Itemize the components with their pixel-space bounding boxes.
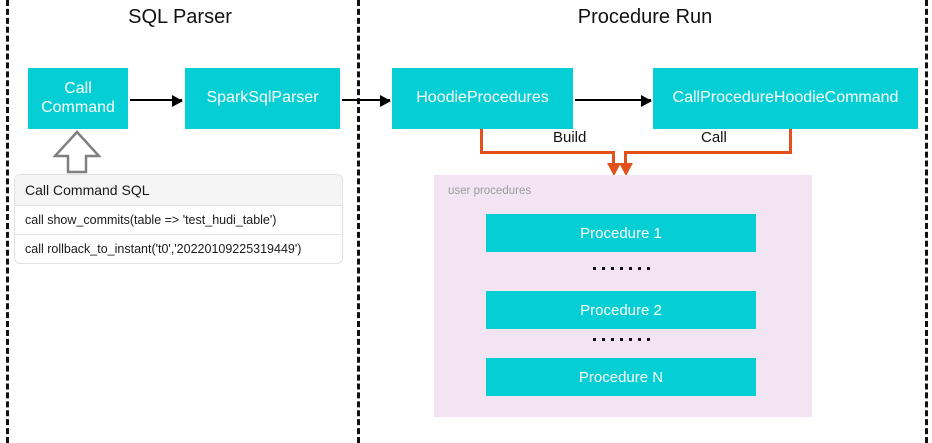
node-call-command[interactable]: Call Command xyxy=(28,68,128,129)
node-call-procedure-hoodie-command[interactable]: CallProcedureHoodieCommand xyxy=(653,68,918,129)
dot xyxy=(637,337,641,341)
call-command-sql-table: Call Command SQL call show_commits(table… xyxy=(14,174,343,264)
arrow-spark-sql-parser-to-hoodie-procedures-icon xyxy=(342,95,391,107)
divider-middle xyxy=(357,0,360,443)
arrow-call-command-to-spark-sql-parser-icon xyxy=(130,95,183,107)
user-procedures-label: user procedures xyxy=(448,185,532,197)
sql-table-header: Call Command SQL xyxy=(15,175,342,206)
section-title-procedure-run: Procedure Run xyxy=(577,6,713,28)
dot xyxy=(601,266,605,270)
dot xyxy=(646,337,650,341)
ellipsis-dots xyxy=(486,334,756,344)
dot xyxy=(610,266,614,270)
user-procedures-panel: user procedures Procedure 1 Procedure 2 … xyxy=(434,175,812,417)
build-connector-vertical-down xyxy=(612,151,615,165)
arrow-hoodie-procedures-to-call-procedure-hoodie-command-icon xyxy=(575,95,652,107)
connector-label-call: Call xyxy=(697,129,731,146)
call-connector-horizontal xyxy=(624,151,792,154)
procedure-box[interactable]: Procedure 1 xyxy=(486,214,756,252)
call-connector-vertical-right xyxy=(789,129,792,154)
divider-left xyxy=(6,0,9,443)
dot xyxy=(628,266,632,270)
sql-table-row: call show_commits(table => 'test_hudi_ta… xyxy=(15,206,342,235)
build-connector-arrowhead-icon xyxy=(607,163,621,176)
dot xyxy=(637,266,641,270)
procedure-box[interactable]: Procedure 2 xyxy=(486,291,756,329)
node-spark-sql-parser[interactable]: SparkSqlParser xyxy=(185,68,340,129)
node-hoodie-procedures[interactable]: HoodieProcedures xyxy=(392,68,573,129)
section-title-sql-parser: SQL Parser xyxy=(128,6,232,28)
procedure-box[interactable]: Procedure N xyxy=(486,358,756,396)
dot xyxy=(601,337,605,341)
build-connector-vertical-left xyxy=(480,129,483,154)
dot xyxy=(619,266,623,270)
dot xyxy=(610,337,614,341)
hollow-up-arrow-icon xyxy=(53,130,101,174)
dot xyxy=(619,337,623,341)
node-call-command-line2: Command xyxy=(41,98,115,116)
node-call-command-line1: Call xyxy=(64,80,92,98)
dot xyxy=(646,266,650,270)
divider-right xyxy=(925,0,928,443)
call-connector-vertical-down xyxy=(624,151,627,165)
dot xyxy=(592,337,596,341)
dot xyxy=(592,266,596,270)
sql-table-row: call rollback_to_instant('t0','202201092… xyxy=(25,242,302,256)
build-connector-horizontal xyxy=(480,151,615,154)
dot xyxy=(628,337,632,341)
ellipsis-dots xyxy=(486,263,756,273)
connector-label-build: Build xyxy=(549,129,591,146)
call-connector-arrowhead-icon xyxy=(619,163,633,176)
